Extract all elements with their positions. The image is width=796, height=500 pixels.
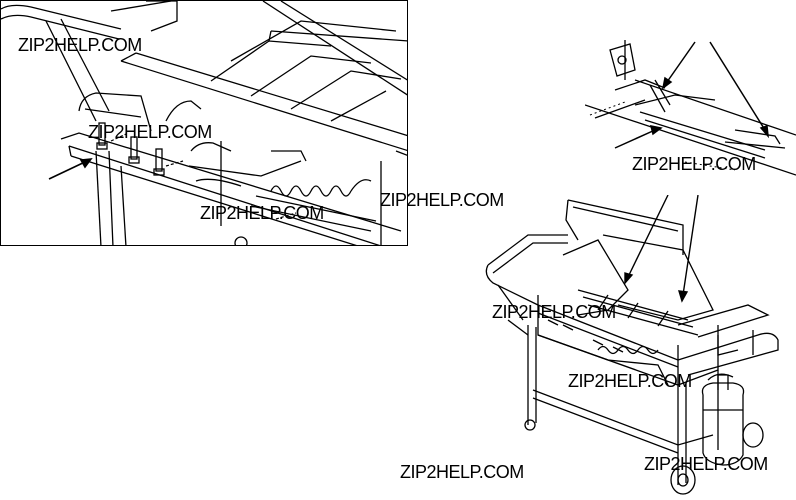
- grill-assembly-drawing: [478, 195, 796, 500]
- watermark-text: ZIP2HELP.COM: [380, 190, 504, 210]
- burner-detail-drawing: [1, 1, 407, 245]
- pointer-arrows: [614, 41, 769, 149]
- grill-illustration: [485, 195, 779, 495]
- pointer-arrow: [48, 158, 93, 180]
- watermark-text: ZIP2HELP.COM: [492, 302, 616, 322]
- watermark-text: ZIP2HELP.COM: [644, 454, 768, 474]
- pointer-arrows-main: [624, 195, 699, 303]
- watermark-text: ZIP2HELP.COM: [18, 35, 142, 55]
- burner-detail-inset: [0, 0, 408, 246]
- watermark-text: ZIP2HELP.COM: [200, 203, 324, 223]
- watermark-text: ZIP2HELP.COM: [88, 122, 212, 142]
- watermark-text: ZIP2HELP.COM: [632, 154, 756, 174]
- watermark-text: ZIP2HELP.COM: [568, 371, 692, 391]
- carryover-detail-inset: [585, 40, 796, 180]
- watermark-text: ZIP2HELP.COM: [400, 462, 524, 482]
- carryover-detail-drawing: [585, 40, 796, 176]
